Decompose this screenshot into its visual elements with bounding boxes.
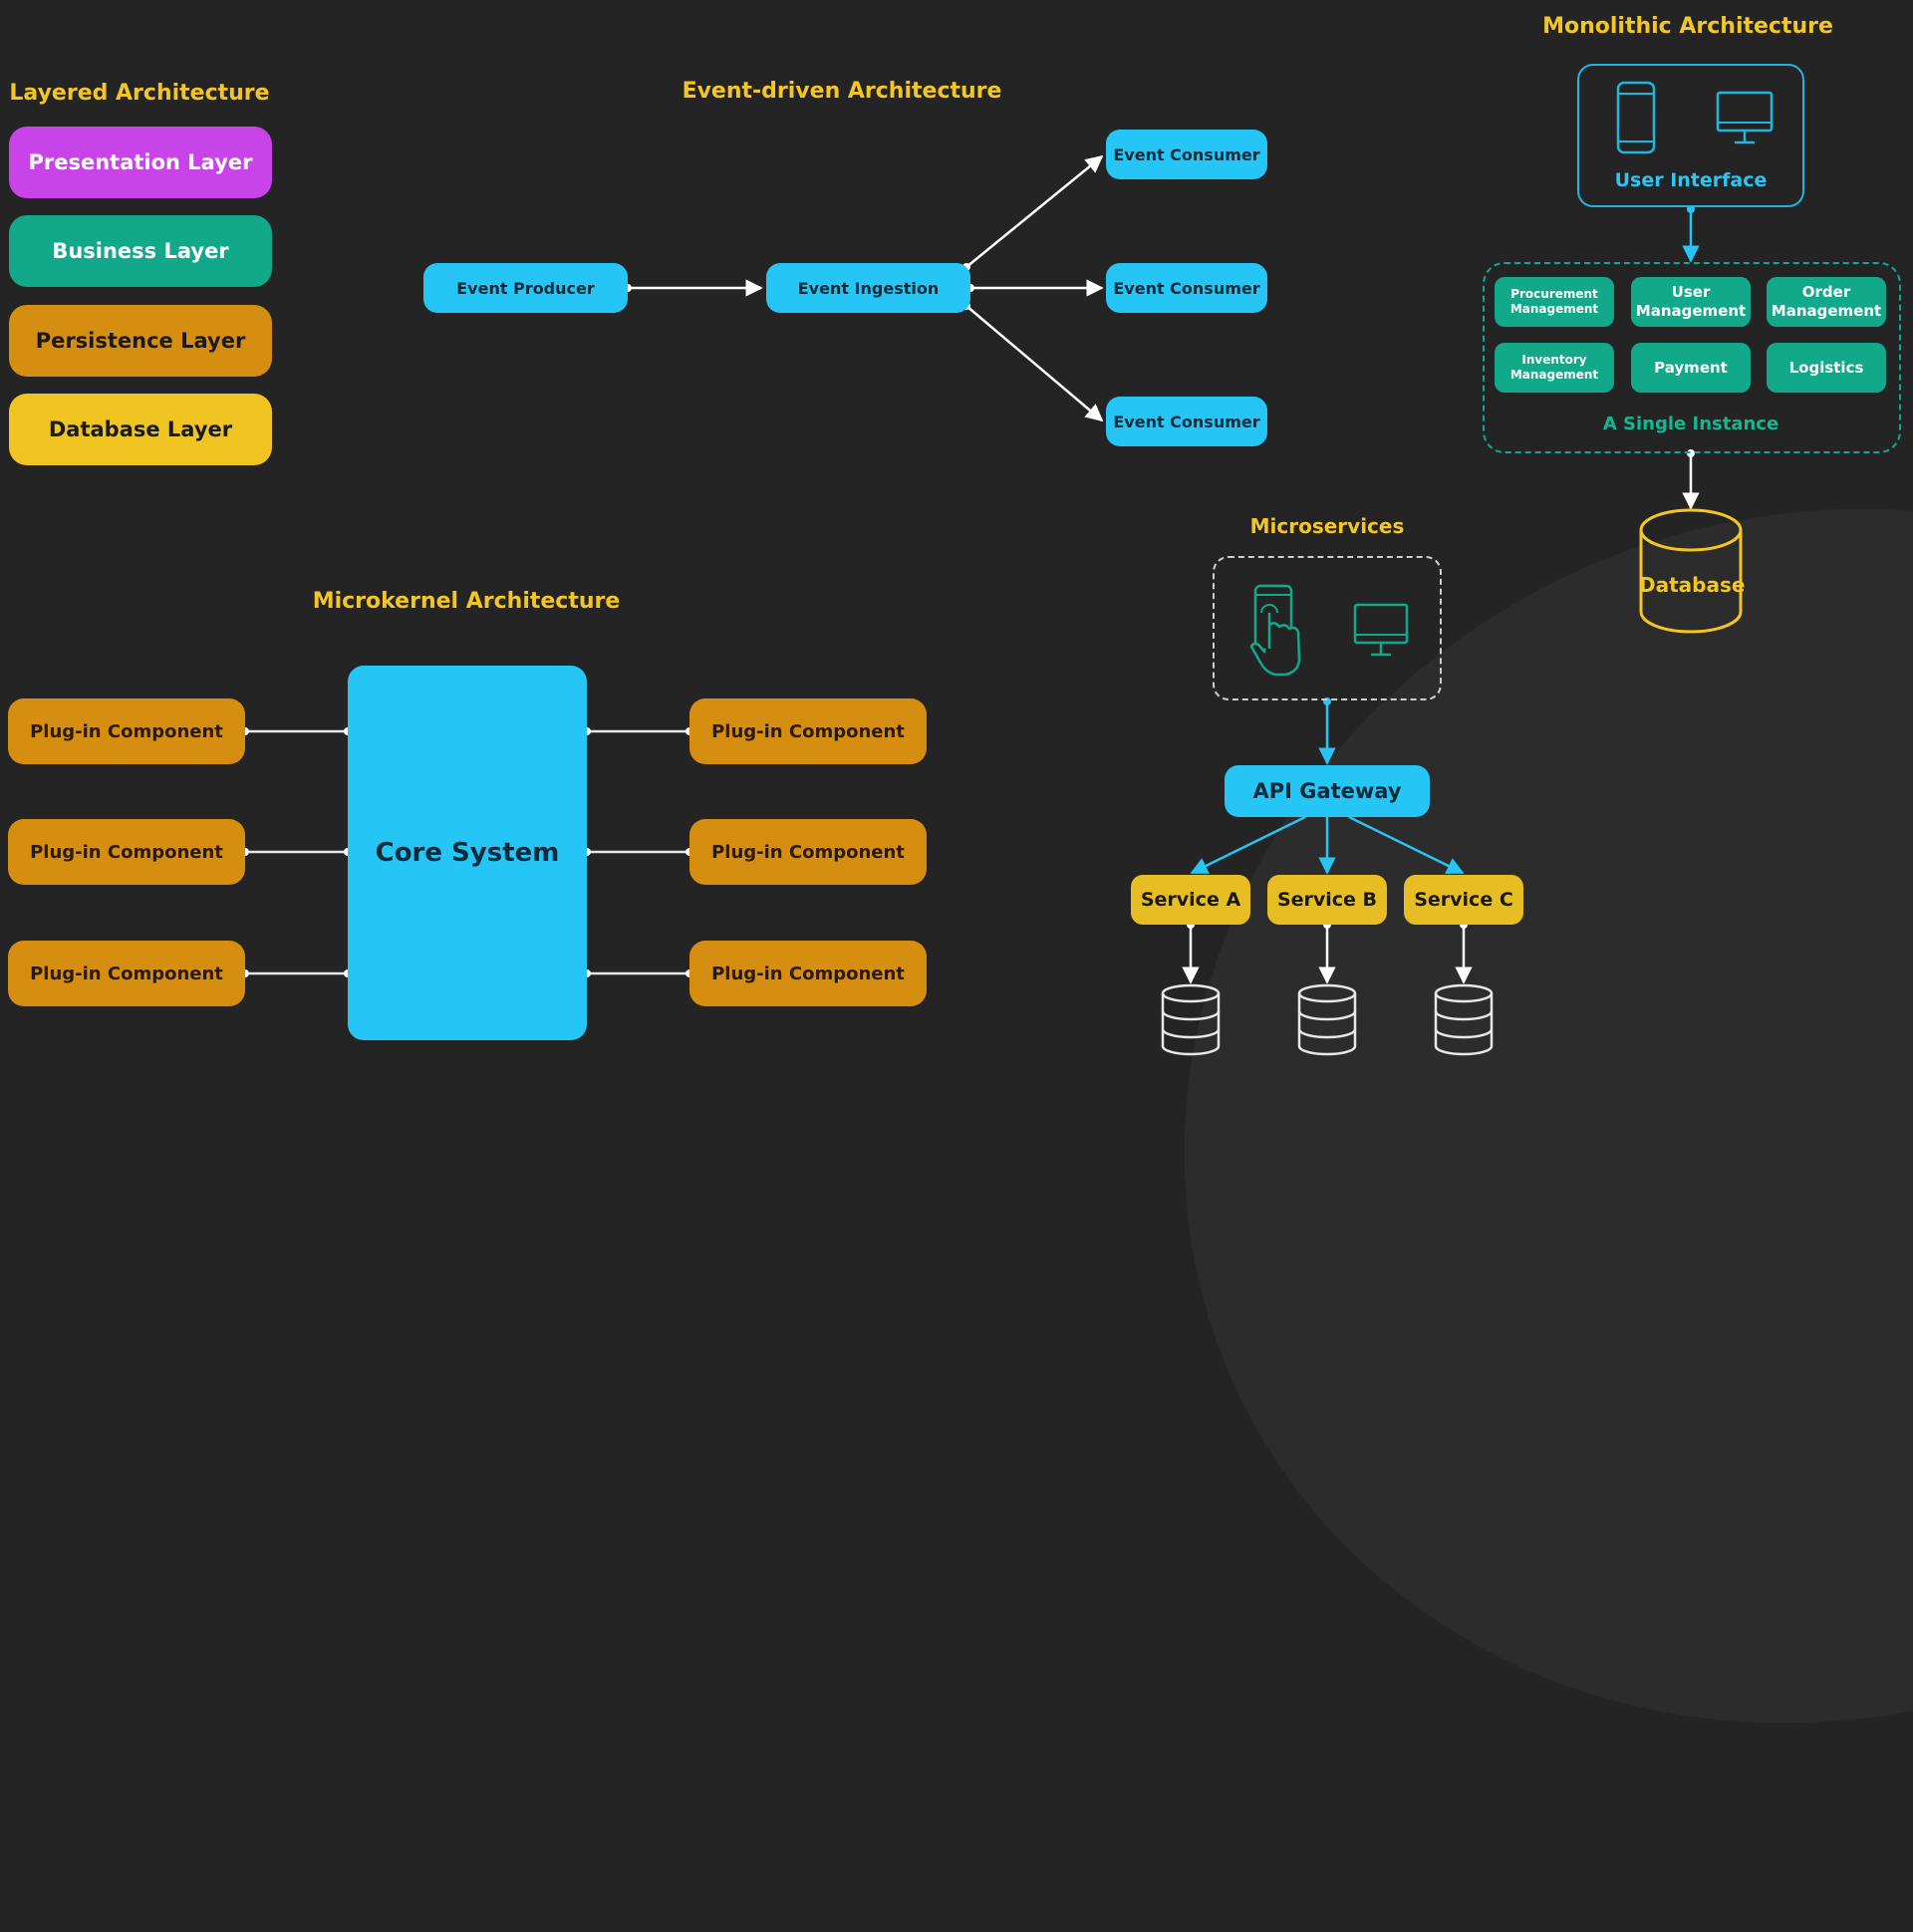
- service-c: Service C: [1404, 875, 1523, 925]
- event-consumer-1: Event Consumer: [1106, 130, 1267, 179]
- service-b: Service B: [1267, 875, 1387, 925]
- service-db-connectors: [1182, 925, 1473, 984]
- module-payment: Payment: [1631, 343, 1751, 393]
- database-label: Database: [1639, 573, 1746, 597]
- persistence-layer: Persistence Layer: [9, 305, 272, 377]
- monitor-icon: [1716, 91, 1774, 144]
- business-layer: Business Layer: [9, 215, 272, 287]
- architecture-diagram: Layered Architecture Presentation Layer …: [8, 14, 1901, 1056]
- single-instance-frame: [1483, 262, 1901, 453]
- plugin-component-right-2: Plug-in Component: [689, 819, 927, 885]
- plugin-component-right-1: Plug-in Component: [689, 698, 927, 764]
- microkernel-title: Microkernel Architecture: [312, 589, 621, 614]
- clients-frame: [1213, 556, 1442, 700]
- plugin-component-left-2: Plug-in Component: [8, 819, 245, 885]
- module-order-management: Order Management: [1767, 277, 1886, 327]
- event-connectors: [628, 154, 1104, 422]
- event-consumer-3: Event Consumer: [1106, 397, 1267, 446]
- microservices-title: Microservices: [1249, 514, 1405, 538]
- monolithic-title: Monolithic Architecture: [1542, 14, 1833, 39]
- plugin-connectors: [245, 729, 689, 975]
- phone-icon: [1616, 81, 1656, 154]
- database-icon: [1434, 983, 1494, 1056]
- presentation-layer: Presentation Layer: [9, 127, 272, 198]
- event-producer: Event Producer: [423, 263, 628, 313]
- event-ingestion: Event Ingestion: [766, 263, 970, 313]
- event-driven-title: Event-driven Architecture: [682, 79, 1002, 104]
- database-icon: [1639, 508, 1743, 634]
- database-layer: Database Layer: [9, 394, 272, 465]
- user-interface-label: User Interface: [1614, 169, 1768, 191]
- core-system: Core System: [348, 666, 587, 1040]
- api-gateway: API Gateway: [1225, 765, 1430, 817]
- database-icon: [1161, 983, 1221, 1056]
- service-a: Service A: [1131, 875, 1250, 925]
- connector-lines: [241, 154, 1700, 984]
- module-logistics: Logistics: [1767, 343, 1886, 393]
- layered-architecture-title: Layered Architecture: [9, 81, 270, 106]
- module-user-management: User Management: [1631, 277, 1751, 327]
- single-instance-label: A Single Instance: [1602, 414, 1779, 434]
- event-consumer-2: Event Consumer: [1106, 263, 1267, 313]
- plugin-component-left-3: Plug-in Component: [8, 941, 245, 1006]
- plugin-component-left-1: Plug-in Component: [8, 698, 245, 764]
- module-procurement-management: Procurement Management: [1495, 277, 1614, 327]
- plugin-component-right-3: Plug-in Component: [689, 941, 927, 1006]
- database-icon: [1297, 983, 1357, 1056]
- module-inventory-management: Inventory Management: [1495, 343, 1614, 393]
- touch-phone-icon: [1249, 584, 1301, 677]
- user-interface-frame: [1577, 64, 1804, 207]
- monitor-icon: [1353, 603, 1409, 657]
- microservice-connectors: [1190, 701, 1465, 875]
